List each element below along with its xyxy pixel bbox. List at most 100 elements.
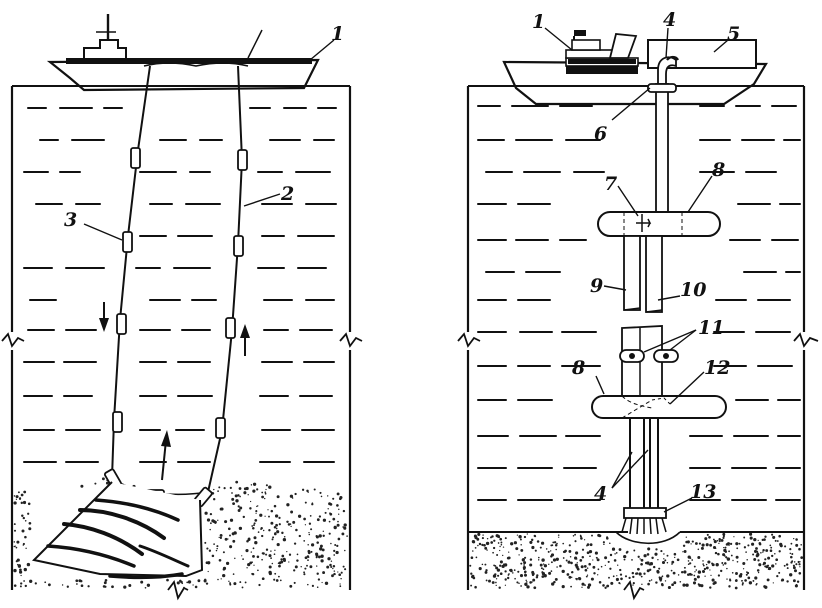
sediment-grain xyxy=(760,552,762,554)
sediment-grain xyxy=(723,546,725,549)
sediment-grain xyxy=(338,508,340,511)
sediment-grain xyxy=(504,537,507,540)
sediment-grain xyxy=(318,534,322,538)
sediment-grain xyxy=(306,564,308,567)
sediment-grain xyxy=(247,494,249,496)
sediment-grain xyxy=(140,580,144,584)
sediment-grain xyxy=(524,556,527,559)
sediment-grain xyxy=(524,536,527,538)
sediment-grain xyxy=(517,570,520,573)
sediment-grain xyxy=(506,556,510,560)
sediment-grain xyxy=(24,535,27,539)
sediment-grain xyxy=(260,528,262,530)
sediment-grain xyxy=(757,571,760,574)
sediment-grain xyxy=(691,559,694,561)
sediment-grain xyxy=(587,583,592,587)
sediment-grain xyxy=(228,580,230,582)
sediment-grain xyxy=(215,549,218,552)
sediment-grain xyxy=(682,551,684,553)
sediment-grain xyxy=(545,548,548,550)
sediment-grain xyxy=(222,573,226,578)
sediment-grain xyxy=(474,585,477,589)
sediment-grain xyxy=(22,516,25,520)
sediment-grain xyxy=(735,572,738,575)
sediment-grain xyxy=(261,558,263,561)
sediment-grain xyxy=(535,576,539,579)
sediment-grain xyxy=(308,533,311,536)
sediment-grain xyxy=(583,539,586,541)
sediment-grain xyxy=(756,553,760,557)
sediment-grain xyxy=(784,545,787,548)
sediment-grain xyxy=(554,577,558,581)
sediment-grain xyxy=(588,562,591,566)
sediment-grain xyxy=(213,543,215,545)
sediment-grain xyxy=(319,491,322,494)
sediment-grain xyxy=(328,532,331,535)
sediment-grain xyxy=(341,532,345,536)
dredge-trench xyxy=(31,481,204,580)
sediment-grain xyxy=(495,578,498,580)
sediment-grain xyxy=(596,558,600,562)
sediment-grain xyxy=(798,547,801,551)
sediment-grain xyxy=(500,543,503,546)
sediment-grain xyxy=(697,556,701,559)
sediment-grain xyxy=(27,502,31,506)
sediment-grain xyxy=(598,581,602,584)
sediment-grain xyxy=(247,537,251,541)
sediment-grain xyxy=(103,581,107,585)
sediment-grain xyxy=(128,584,132,587)
sediment-grain xyxy=(336,492,340,496)
sediment-grain xyxy=(553,580,556,584)
sediment-grain xyxy=(477,544,479,547)
sediment-grain xyxy=(786,580,789,583)
sediment-grain xyxy=(204,541,207,544)
label-float-bottom: 8 xyxy=(571,357,585,379)
sediment-grain xyxy=(683,566,686,569)
sediment-grain xyxy=(659,579,662,582)
sediment-grain xyxy=(311,503,314,506)
sediment-grain xyxy=(506,576,510,580)
sediment-grain xyxy=(694,542,698,545)
sediment-grain xyxy=(289,584,293,588)
sediment-grain xyxy=(16,558,20,562)
sediment-grain xyxy=(472,540,476,544)
sediment-grain xyxy=(303,571,306,574)
sediment-grain xyxy=(776,540,779,542)
sediment-grain xyxy=(504,570,507,573)
sediment-grain xyxy=(690,543,692,545)
sediment-grain xyxy=(694,571,696,573)
sediment-grain xyxy=(513,541,517,545)
sediment-grain xyxy=(470,584,473,587)
sediment-grain xyxy=(747,544,750,547)
sediment-grain xyxy=(502,546,505,548)
sediment-grain xyxy=(672,571,676,575)
sediment-grain xyxy=(257,569,259,572)
sediment-grain xyxy=(307,551,311,555)
sediment-grain xyxy=(792,564,795,567)
sediment-grain xyxy=(712,538,715,541)
sediment-grain xyxy=(716,539,719,542)
sediment-grain xyxy=(254,541,258,545)
sediment-grain xyxy=(755,582,758,585)
sediment-grain xyxy=(253,522,256,525)
sediment-grain xyxy=(293,581,296,584)
sediment-grain xyxy=(606,537,609,540)
sediment-grain xyxy=(762,549,765,552)
sediment-grain xyxy=(574,563,578,567)
sediment-grain xyxy=(328,502,332,506)
sediment-grain xyxy=(709,586,712,589)
sediment-grain xyxy=(747,576,751,580)
sediment-grain xyxy=(229,545,233,549)
sediment-grain xyxy=(563,550,567,553)
right-waves xyxy=(477,105,801,501)
sediment-grain xyxy=(550,550,552,552)
sediment-grain xyxy=(494,564,497,567)
sediment-grain xyxy=(702,564,705,567)
sediment-grain xyxy=(702,560,704,562)
sediment-grain xyxy=(223,487,226,490)
sediment-grain xyxy=(209,512,213,516)
sediment-grain xyxy=(304,501,307,504)
sediment-grain xyxy=(771,564,775,568)
sediment-grain xyxy=(111,585,114,589)
sediment-grain xyxy=(322,530,325,533)
